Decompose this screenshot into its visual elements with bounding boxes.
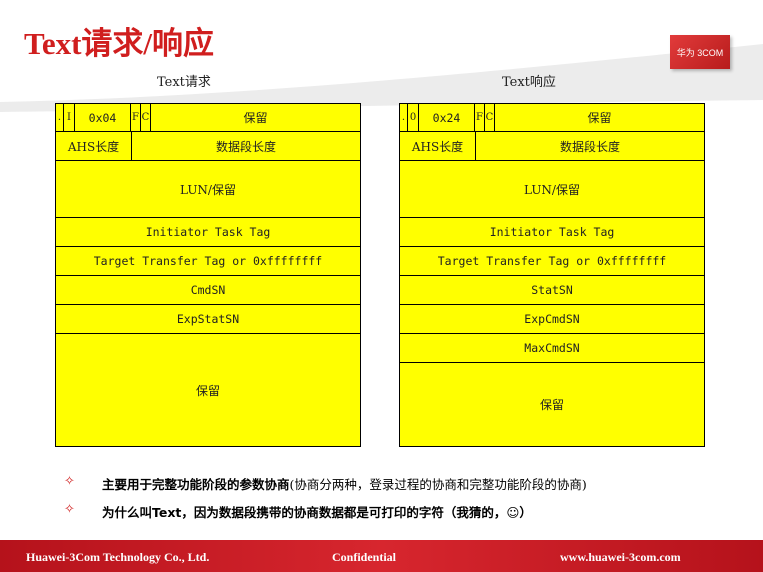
length-row: AHS长度 数据段长度 — [399, 132, 705, 161]
immediate-flag-cell: I — [64, 104, 75, 131]
expcmdsn-row: ExpCmdSN — [399, 305, 705, 334]
footer-website: www.huawei-3com.com — [560, 550, 681, 564]
bullet-bold-text: 主要用于完整功能阶段的参数协商 — [102, 477, 290, 492]
opcode-cell: 0x24 — [419, 104, 475, 131]
diamond-bullet-icon: ✧ — [64, 502, 75, 517]
opcode-cell: 0x04 — [75, 104, 131, 131]
dot-cell: . — [56, 104, 64, 131]
target-transfer-tag-row: Target Transfer Tag or 0xffffffff — [55, 247, 361, 276]
continue-flag-cell: C — [485, 104, 495, 131]
reserved-block-cell: 保留 — [539, 398, 564, 412]
reserved-block-cell: 保留 — [195, 383, 220, 398]
continue-flag-cell: C — [141, 104, 151, 131]
statsn-row: StatSN — [399, 276, 705, 305]
bullet-normal-text: (协商分两种，登录过程的协商和完整功能阶段的协商) — [289, 477, 587, 492]
reserved-cell: 保留 — [243, 111, 268, 125]
header-row: . 0 0x24 F C 保留 — [399, 103, 705, 132]
dot-cell: . — [400, 104, 408, 131]
expstatsn-cell: ExpStatSN — [176, 312, 240, 326]
footer-company: Huawei-3Com Technology Co., Ltd. — [26, 550, 210, 564]
length-row: AHS长度 数据段长度 — [55, 132, 361, 161]
cmdsn-row: CmdSN — [55, 276, 361, 305]
lun-cell: LUN/保留 — [524, 182, 580, 197]
final-flag-cell: F — [131, 104, 141, 131]
initiator-task-tag-cell: Initiator Task Tag — [489, 225, 615, 239]
expcmdsn-cell: ExpCmdSN — [524, 312, 580, 326]
logo-text: 华为 3COM — [676, 47, 724, 58]
expstatsn-row: ExpStatSN — [55, 305, 361, 334]
target-transfer-tag-cell: Target Transfer Tag or 0xffffffff — [437, 254, 667, 268]
bullet-bold-text: 为什么叫Text，因为数据段携带的协商数据都是可打印的字符（我猜的，☺） — [102, 505, 532, 520]
maxcmdsn-row: MaxCmdSN — [399, 334, 705, 363]
lun-row: LUN/保留 — [55, 161, 361, 218]
target-transfer-tag-row: Target Transfer Tag or 0xffffffff — [399, 247, 705, 276]
slide-title: Text请求/响应 — [24, 26, 215, 61]
bullet-item: ✧ 主要用于完整功能阶段的参数协商(协商分两种，登录过程的协商和完整功能阶段的协… — [64, 474, 754, 502]
cmdsn-cell: CmdSN — [190, 283, 226, 297]
data-segment-length-cell: 数据段长度 — [559, 139, 620, 154]
lun-row: LUN/保留 — [399, 161, 705, 218]
footer-confidential: Confidential — [332, 550, 397, 564]
maxcmdsn-cell: MaxCmdSN — [524, 341, 580, 355]
ahs-length-cell: AHS长度 — [400, 132, 476, 160]
header-swoosh — [0, 44, 763, 112]
initiator-task-tag-row: Initiator Task Tag — [399, 218, 705, 247]
flag-cell: 0 — [408, 104, 419, 131]
left-caption: Text请求 — [157, 75, 211, 90]
data-segment-length-cell: 数据段长度 — [215, 139, 276, 154]
bullet-list: ✧ 主要用于完整功能阶段的参数协商(协商分两种，登录过程的协商和完整功能阶段的协… — [64, 474, 754, 530]
reserved-row: 保留 — [399, 363, 705, 447]
target-transfer-tag-cell: Target Transfer Tag or 0xffffffff — [93, 254, 323, 268]
final-flag-cell: F — [475, 104, 485, 131]
company-logo: 华为 3COM — [670, 35, 730, 69]
initiator-task-tag-row: Initiator Task Tag — [55, 218, 361, 247]
header-row: . I 0x04 F C 保留 — [55, 103, 361, 132]
text-response-pdu-table: . 0 0x24 F C 保留 AHS长度 数据段长度 LUN/保留 Initi… — [399, 103, 705, 447]
right-caption: Text响应 — [502, 75, 556, 90]
reserved-row: 保留 — [55, 334, 361, 447]
initiator-task-tag-cell: Initiator Task Tag — [145, 225, 271, 239]
text-request-pdu-table: . I 0x04 F C 保留 AHS长度 数据段长度 LUN/保留 Initi… — [55, 103, 361, 447]
diamond-bullet-icon: ✧ — [64, 474, 75, 489]
statsn-cell: StatSN — [531, 283, 573, 297]
reserved-cell: 保留 — [587, 111, 612, 125]
bullet-item: ✧ 为什么叫Text，因为数据段携带的协商数据都是可打印的字符（我猜的，☺） — [64, 502, 754, 530]
lun-cell: LUN/保留 — [180, 182, 236, 197]
ahs-length-cell: AHS长度 — [56, 132, 132, 160]
footer-bar: Huawei-3Com Technology Co., Ltd. Confide… — [0, 540, 763, 572]
